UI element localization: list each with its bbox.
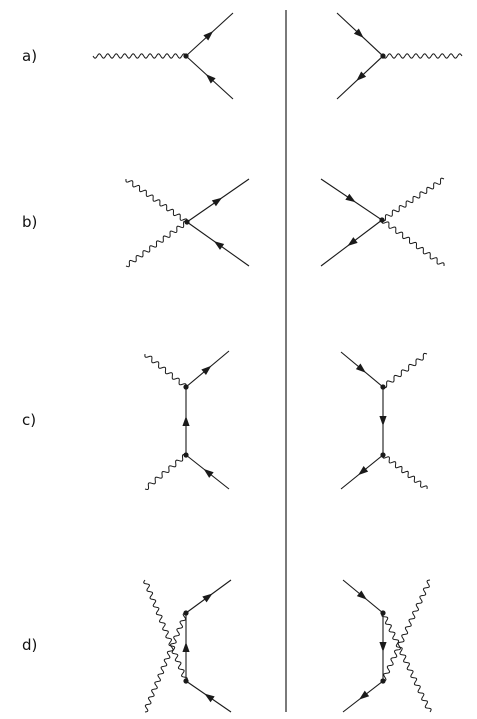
- fermion-d-left-upper-arrow: [202, 593, 213, 603]
- vertex-a-right: [380, 53, 386, 59]
- fermion-c-left-upper-arrow: [201, 365, 212, 375]
- fermion-a-left-lower-arrow: [205, 74, 216, 84]
- fermion-c-right-upper-arrow: [355, 363, 366, 373]
- fermion-b-left-upper-arrow: [211, 197, 223, 207]
- fermion-c-right-lower-arrow: [358, 466, 369, 476]
- photon-c-left-lower: [144, 454, 187, 490]
- photon-d-left-crossed-b: [144, 612, 187, 713]
- vertex-c-left-lower: [183, 452, 189, 458]
- vertex-d-left-lower: [183, 678, 189, 684]
- photon-a-left: [92, 53, 187, 59]
- row-label-d: d): [22, 636, 37, 654]
- fermion-c-left-lower-arrow: [203, 468, 214, 478]
- photon-b-left-upper: [125, 178, 188, 223]
- fermion-b-right-lower-arrow: [347, 237, 358, 247]
- photon-d-right-crossed-b: [381, 612, 432, 713]
- fermion-d-left-lower-arrow: [204, 693, 215, 703]
- photon-a-right: [382, 53, 463, 59]
- photon-c-right-lower: [382, 454, 428, 490]
- row-label-c: c): [22, 411, 36, 429]
- fermion-d-left-internal-arrow: [182, 642, 190, 652]
- row-label-b: b): [22, 213, 37, 231]
- vertex-b-left: [184, 219, 190, 225]
- vertex-c-right-upper: [380, 384, 386, 390]
- fermion-d-right-internal-arrow: [379, 642, 387, 652]
- vertex-c-left-upper: [183, 384, 189, 390]
- fermion-b-left-lower-arrow: [213, 241, 225, 250]
- vertex-d-right-upper: [380, 610, 386, 616]
- photon-c-left-upper: [144, 353, 187, 388]
- photon-b-right-lower: [381, 219, 445, 267]
- vertex-d-left-upper: [183, 610, 189, 616]
- vertex-c-right-lower: [380, 452, 386, 458]
- fermion-c-right-internal-arrow: [379, 416, 387, 426]
- fermion-c-left-internal-arrow: [182, 416, 190, 426]
- vertex-a-left: [183, 53, 189, 59]
- vertex-b-right: [379, 217, 385, 223]
- photon-b-left-lower: [125, 220, 188, 268]
- fermion-a-right-lower-arrow: [356, 71, 367, 81]
- fermion-a-right-upper-arrow: [353, 28, 364, 38]
- fermion-d-right-lower-arrow: [359, 690, 370, 700]
- photon-d-left-crossed-a: [143, 579, 188, 682]
- diagram-graphics: [92, 12, 463, 713]
- vertex-d-right-lower: [380, 678, 386, 684]
- photon-d-right-crossed-a: [382, 579, 431, 682]
- photon-b-right-upper: [381, 177, 445, 222]
- photon-c-right-upper: [382, 352, 428, 389]
- row-label-a: a): [22, 47, 37, 65]
- fermion-a-left-upper-arrow: [203, 31, 214, 41]
- fermion-d-right-upper-arrow: [356, 590, 367, 600]
- fermion-b-right-upper-arrow: [345, 193, 356, 203]
